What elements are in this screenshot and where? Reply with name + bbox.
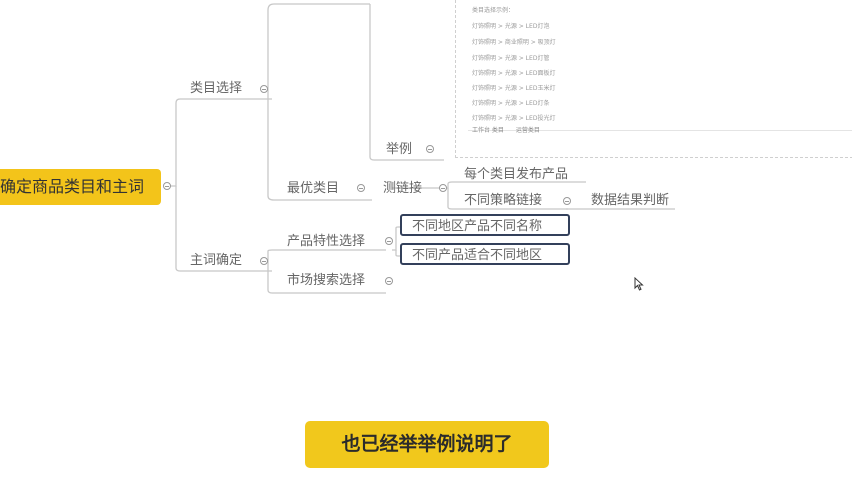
- node-product-region[interactable]: 不同产品适合不同地区: [400, 243, 570, 265]
- node-best-category[interactable]: 最优类目: [287, 181, 340, 196]
- example-collapse-icon[interactable]: [426, 145, 434, 153]
- example-screenshot: 类目选择示例： 灯饰照明 > 光源 > LED灯泡 灯饰照明 > 商业照明 > …: [455, 0, 852, 158]
- node-region-name[interactable]: 不同地区产品不同名称: [400, 214, 570, 236]
- node-keyword-confirm[interactable]: 主词确定: [190, 253, 243, 268]
- screenshot-footer-right: 运营类目: [515, 127, 540, 134]
- node-feature-select[interactable]: 产品特性选择: [287, 234, 366, 249]
- node-test-link[interactable]: 测链接: [383, 181, 423, 196]
- node-example[interactable]: 举例: [386, 142, 413, 157]
- market-expand-icon[interactable]: [385, 277, 393, 285]
- node-market-search[interactable]: 市场搜索选择: [287, 273, 366, 288]
- screenshot-line: 灯饰照明 > 光源 > LED灯管: [472, 55, 550, 62]
- node-category-select[interactable]: 类目选择: [190, 81, 243, 96]
- node-data-judge[interactable]: 数据结果判断: [591, 193, 670, 208]
- screenshot-line: 灯饰照明 > 光源 > LED投光灯: [472, 115, 556, 122]
- video-caption: 也已经举举例说明了: [305, 421, 549, 468]
- screenshot-line: 灯饰照明 > 光源 > LED灯泡: [472, 23, 550, 30]
- category-collapse-icon[interactable]: [260, 85, 268, 93]
- feature-collapse-icon[interactable]: [385, 237, 393, 245]
- screenshot-header: 类目选择示例：: [472, 7, 515, 14]
- strategy-collapse-icon[interactable]: [563, 197, 571, 205]
- screenshot-line: 灯饰照明 > 光源 > LED面板灯: [472, 70, 556, 77]
- screenshot-content: 类目选择示例： 灯饰照明 > 光源 > LED灯泡 灯饰照明 > 商业照明 > …: [468, 0, 852, 134]
- keyword-collapse-icon[interactable]: [260, 257, 268, 265]
- screenshot-footer: 工作台 类目 运营类目: [472, 125, 540, 134]
- screenshot-footer-left: 工作台 类目: [472, 127, 504, 134]
- screenshot-line: 灯饰照明 > 商业照明 > 吸顶灯: [472, 39, 556, 46]
- best-category-collapse-icon[interactable]: [357, 184, 365, 192]
- node-publish-each[interactable]: 每个类目发布产品: [464, 167, 569, 182]
- screenshot-line: 灯饰照明 > 光源 > LED玉米灯: [472, 85, 556, 92]
- test-link-collapse-icon[interactable]: [439, 184, 447, 192]
- mouse-pointer-icon: [634, 277, 644, 291]
- root-collapse-icon[interactable]: [163, 182, 171, 190]
- node-strategy-link[interactable]: 不同策略链接: [464, 193, 543, 208]
- root-node[interactable]: 确定商品类目和主词: [0, 169, 161, 205]
- screenshot-line: 灯饰照明 > 光源 > LED灯条: [472, 100, 550, 107]
